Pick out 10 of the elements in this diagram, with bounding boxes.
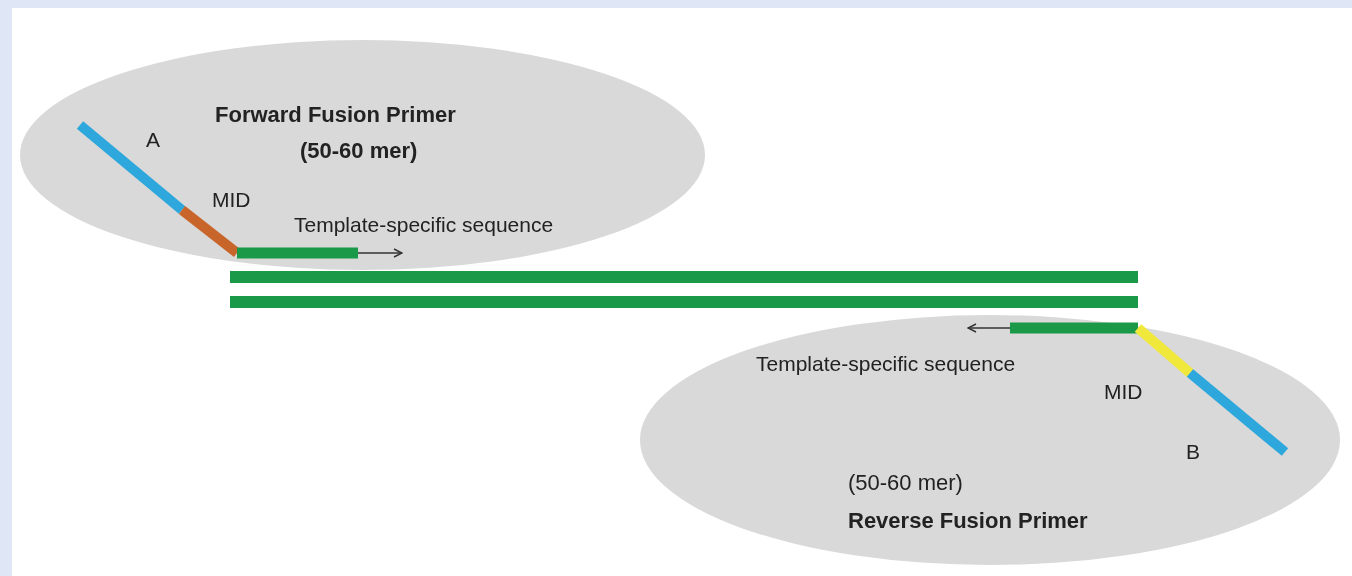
primer-text: Reverse Fusion Primer (848, 508, 1088, 534)
primer-text: (50-60 mer) (300, 138, 418, 164)
part-label: Template-specific sequence (756, 352, 1016, 376)
primer-title: Forward Fusion Primer (215, 102, 456, 128)
part-label: MID (212, 188, 251, 212)
part-label: Template-specific sequence (294, 213, 554, 237)
part-label: A (146, 128, 160, 152)
part-label: B (1186, 440, 1200, 464)
primer-text: (50-60 mer) (848, 470, 963, 496)
part-label: MID (1104, 380, 1143, 404)
